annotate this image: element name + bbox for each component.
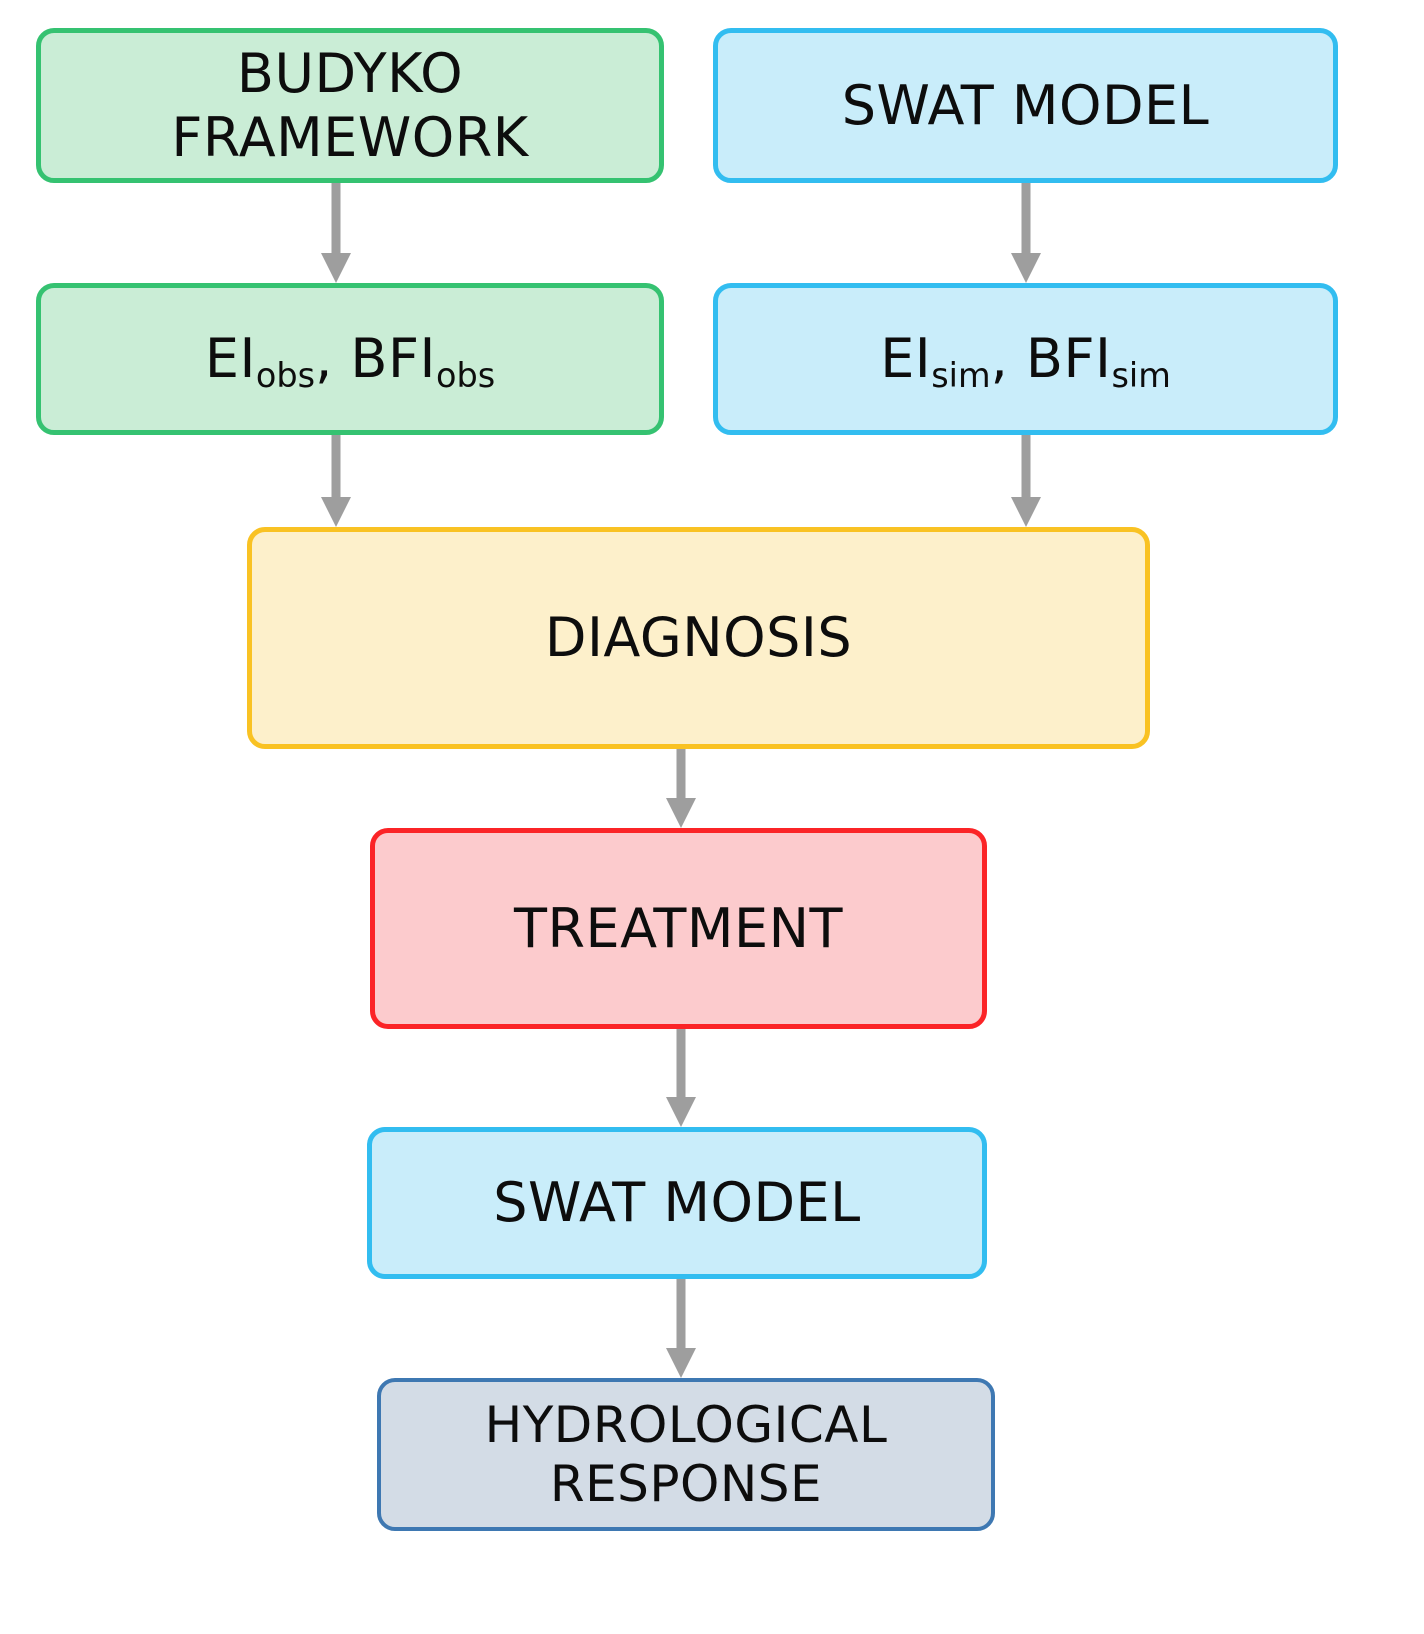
- subscript: obs: [435, 356, 496, 396]
- node-treatment: TREATMENT: [370, 828, 987, 1029]
- arrow-treatment-to-swat: [664, 1029, 698, 1127]
- arrow-obs-to-diagnosis: [319, 435, 353, 527]
- node-swat-model-top: SWAT MODEL: [713, 28, 1338, 183]
- arrow-sim-to-diagnosis: [1009, 435, 1043, 527]
- subscript: sim: [931, 356, 991, 396]
- subscript: obs: [255, 356, 316, 396]
- node-label: EIobs, BFIobs: [204, 327, 496, 396]
- node-label: SWAT MODEL: [493, 1171, 861, 1235]
- arrow-diagnosis-to-treatment: [664, 749, 698, 828]
- node-diagnosis: DIAGNOSIS: [247, 527, 1150, 749]
- node-label: SWAT MODEL: [841, 73, 1210, 137]
- node-label: TREATMENT: [514, 896, 843, 960]
- node-ei-bfi-sim: EIsim, BFIsim: [713, 283, 1338, 435]
- node-label: BUDYKO FRAMEWORK: [171, 41, 529, 169]
- node-label: HYDROLOGICAL RESPONSE: [484, 1395, 888, 1513]
- node-swat-model-bottom: SWAT MODEL: [367, 1127, 987, 1279]
- node-label: EIsim, BFIsim: [880, 327, 1171, 396]
- arrow-swat-to-response: [664, 1279, 698, 1378]
- subscript: sim: [1111, 356, 1171, 396]
- node-hydrological-response: HYDROLOGICAL RESPONSE: [377, 1378, 995, 1531]
- node-label: DIAGNOSIS: [544, 606, 853, 670]
- arrow-swat-to-sim: [1009, 183, 1043, 283]
- arrow-budyko-to-obs: [319, 183, 353, 283]
- node-budyko-framework: BUDYKO FRAMEWORK: [36, 28, 664, 183]
- node-ei-bfi-obs: EIobs, BFIobs: [36, 283, 664, 435]
